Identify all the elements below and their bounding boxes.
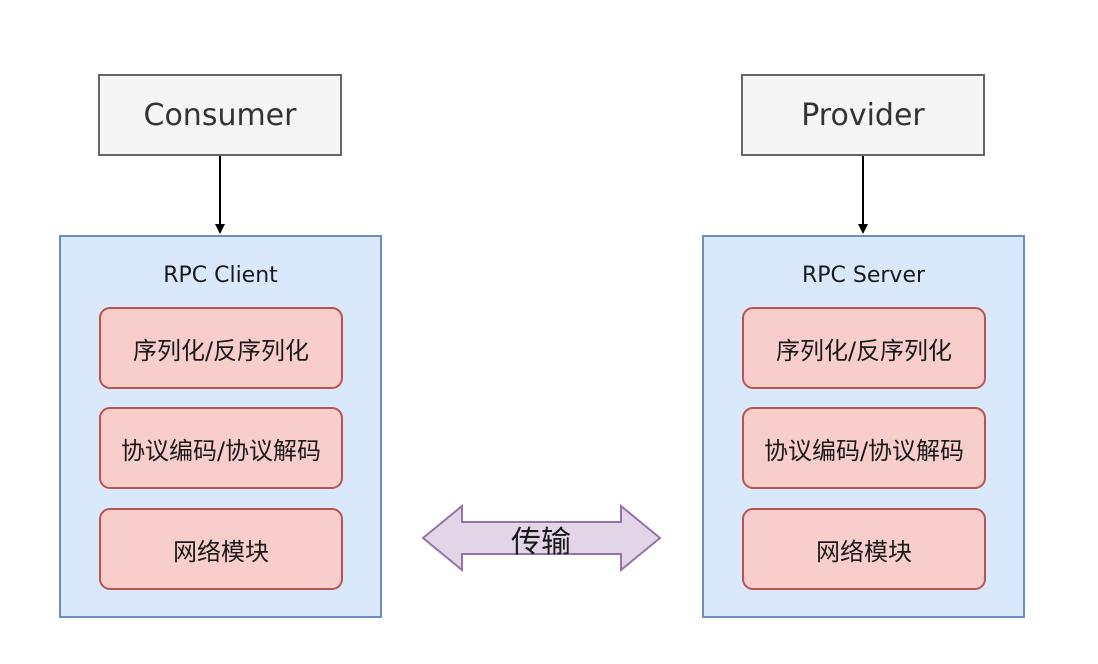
rpc-client-container: RPC Client 序列化/反序列化 协议编码/协议解码 网络模块 bbox=[59, 235, 382, 618]
client-serialization-module: 序列化/反序列化 bbox=[99, 307, 343, 389]
rpc-server-title: RPC Server bbox=[801, 263, 926, 288]
server-network-label: 网络模块 bbox=[816, 537, 912, 566]
client-protocol-module: 协议编码/协议解码 bbox=[99, 407, 343, 489]
consumer-box: Consumer bbox=[98, 74, 342, 156]
server-protocol-module: 协议编码/协议解码 bbox=[742, 407, 986, 489]
server-protocol-label: 协议编码/协议解码 bbox=[763, 436, 965, 465]
rpc-client-title: RPC Client bbox=[163, 263, 278, 288]
server-serialization-module: 序列化/反序列化 bbox=[742, 307, 986, 389]
server-serialization-label: 序列化/反序列化 bbox=[775, 336, 953, 365]
client-network-module: 网络模块 bbox=[99, 508, 343, 590]
server-network-module: 网络模块 bbox=[742, 508, 986, 590]
provider-box: Provider bbox=[741, 74, 985, 156]
client-network-label: 网络模块 bbox=[173, 537, 269, 566]
client-protocol-label: 协议编码/协议解码 bbox=[120, 436, 322, 465]
rpc-server-container: RPC Server 序列化/反序列化 协议编码/协议解码 网络模块 bbox=[702, 235, 1025, 618]
transport-label: 传输 bbox=[511, 525, 571, 560]
consumer-label: Consumer bbox=[143, 97, 297, 133]
provider-label: Provider bbox=[801, 97, 925, 133]
client-serialization-label: 序列化/反序列化 bbox=[132, 336, 310, 365]
